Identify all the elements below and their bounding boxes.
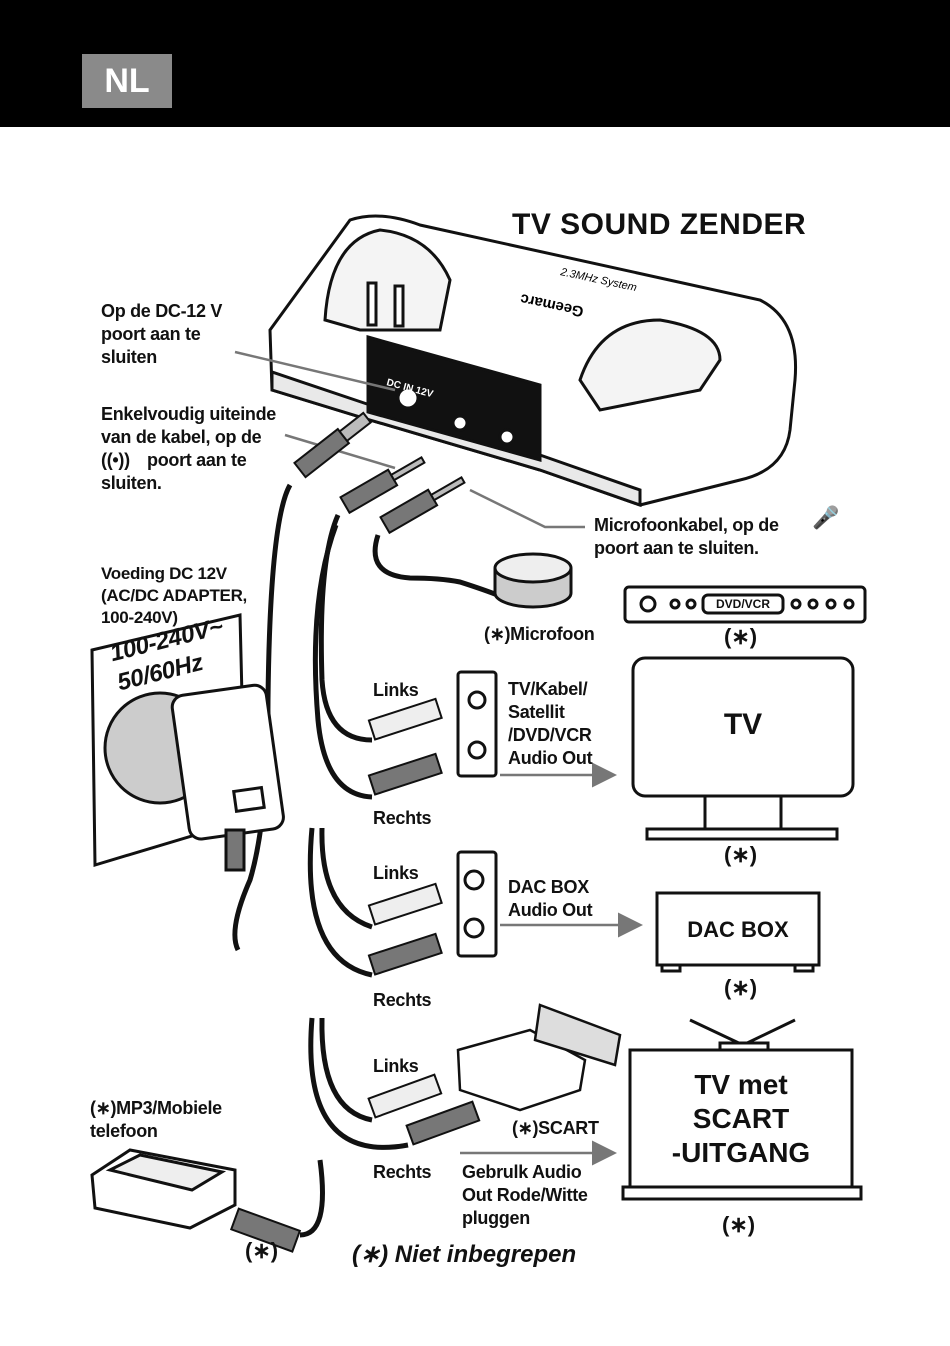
mp3-label: (∗)MP3/Mobiele telefoon (90, 1098, 222, 1141)
dac-box-device (655, 891, 821, 973)
cables (232, 483, 501, 1238)
dac-audio-out-label: DAC BOX Audio Out (508, 877, 593, 920)
asterisk-tv: (∗) (724, 842, 758, 867)
plugs (229, 411, 481, 1253)
mp3-device (90, 1148, 237, 1230)
asterisk-dac: (∗) (724, 975, 758, 1000)
microphone-device (493, 552, 573, 609)
scart-tv-label: TV met SCART -UITGANG (671, 1069, 811, 1168)
links-label-2: Links (373, 863, 419, 883)
not-included-note: (∗) Niet inbegrepen (352, 1241, 577, 1268)
asterisk-dvd: (∗) (724, 624, 758, 649)
dac-label: DAC BOX (687, 917, 789, 942)
language-badge: NL (82, 54, 172, 108)
single-end-label-2: poort aan te sluiten. (101, 450, 247, 493)
tv-device (631, 656, 855, 841)
links-label-1: Links (373, 680, 419, 700)
tv-label: TV (723, 708, 763, 741)
scart-connector (456, 1003, 622, 1112)
rechts-label-3: Rechts (373, 1162, 432, 1182)
pointer-lines (234, 350, 643, 1166)
single-end-label: Enkelvoudig uiteinde van de kabel, op de (101, 404, 277, 447)
power-supply-label: Voeding DC 12V (AC/DC ADAPTER, 100-240V) (101, 564, 247, 627)
mic-cable-label: Microfoonkabel, op de poort aan te sluit… (594, 515, 779, 558)
dvd-label: DVD/VCR (715, 597, 770, 611)
asterisk-mp3: (∗) (245, 1238, 279, 1263)
microphone-icon: 🎤 (812, 505, 840, 530)
rechts-label-1: Rechts (373, 808, 432, 828)
scart-tv-device (621, 1018, 863, 1201)
page-title: TV SOUND ZENDER (512, 208, 807, 241)
wireless-icon: ((•)) (101, 450, 130, 470)
scart-label: (∗)SCART (512, 1118, 599, 1138)
wall-outlet (90, 613, 285, 872)
transmitter-device (268, 214, 798, 508)
scart-note-label: Gebrulk Audio Out Rode/Witte pluggen (462, 1162, 588, 1228)
microphone-label: (∗)Microfoon (484, 624, 595, 644)
links-label-3: Links (373, 1056, 419, 1076)
dvd-player (623, 585, 867, 624)
dc-port-label: Op de DC-12 V poort aan te sluiten (101, 301, 223, 367)
rca-panels (456, 670, 498, 958)
tv-audio-out-label: TV/Kabel/ Satellit /DVD/VCR Audio Out (508, 679, 593, 768)
asterisk-scart-tv: (∗) (722, 1212, 756, 1237)
rechts-label-2: Rechts (373, 990, 432, 1010)
header-bar: NL (0, 0, 950, 127)
